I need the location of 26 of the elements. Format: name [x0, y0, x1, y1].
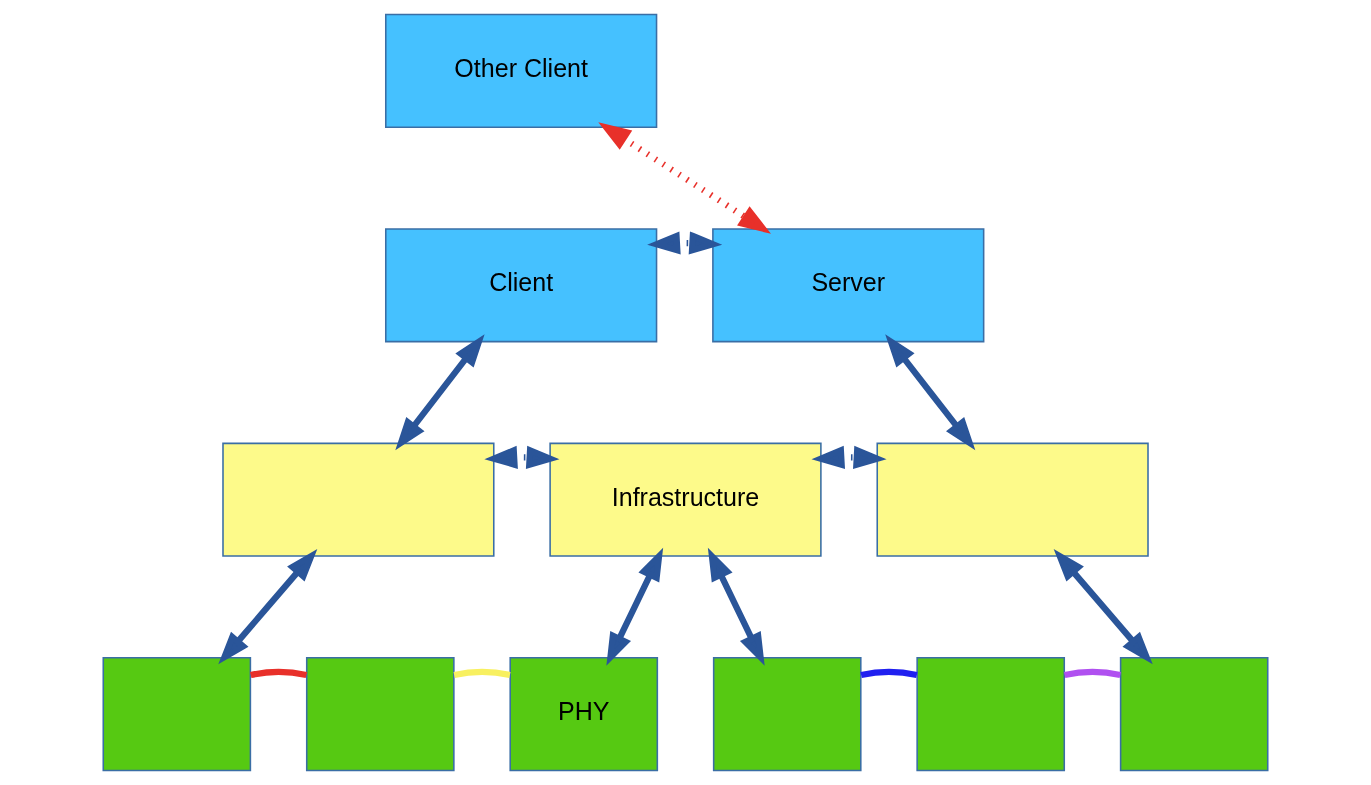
arrow — [218, 549, 318, 665]
node-box: Infrastructure — [549, 442, 822, 557]
node-box — [712, 657, 862, 772]
node-box: Client — [385, 228, 658, 343]
node-box — [222, 442, 495, 557]
arrow — [606, 547, 664, 666]
arrow — [885, 334, 976, 451]
node-box — [916, 657, 1066, 772]
arrow — [707, 547, 765, 666]
node-box — [102, 657, 252, 772]
arrow — [1053, 549, 1153, 665]
node-box: Other Client — [385, 13, 658, 128]
arrow — [395, 334, 485, 451]
connector — [250, 668, 308, 679]
node-box — [876, 442, 1149, 557]
arrow — [647, 231, 723, 255]
node-box — [305, 657, 455, 772]
node-box — [1119, 657, 1269, 772]
arrow — [484, 445, 560, 469]
arrow — [598, 122, 771, 234]
connector — [860, 668, 918, 679]
node-box: PHY — [509, 657, 659, 772]
connector — [1064, 668, 1121, 679]
connector — [453, 668, 511, 679]
arrow — [811, 445, 887, 469]
node-box: Server — [712, 228, 985, 343]
